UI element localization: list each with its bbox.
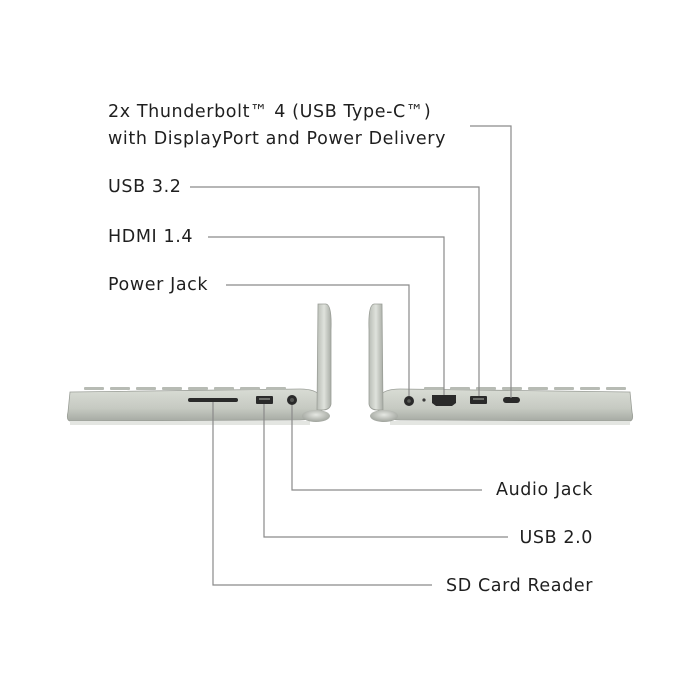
left-base-chassis (66, 388, 323, 422)
leader-usb20 (263, 404, 508, 538)
label-audio-jack: Audio Jack (496, 480, 593, 500)
left-lid (316, 303, 332, 411)
leader-usb32 (190, 186, 480, 396)
hdmi-port (432, 395, 456, 406)
label-sd-card-reader: SD Card Reader (446, 576, 593, 596)
label-thunderbolt-line-2: with DisplayPort and Power Delivery (108, 129, 447, 149)
laptop-left-side (66, 303, 332, 425)
leader-thunderbolt (470, 125, 512, 398)
label-hdmi: HDMI 1.4 (108, 227, 194, 247)
label-power-jack: Power Jack (108, 275, 209, 295)
laptop-right-side (368, 303, 634, 425)
audio-jack-ring (290, 398, 294, 402)
leader-lines (190, 125, 512, 586)
label-thunderbolt-line-1: 2x Thunderbolt™ 4 (USB Type-C™) (108, 102, 432, 122)
right-hinge-foot (370, 410, 398, 422)
right-base-chassis (377, 388, 634, 422)
right-keyboard-keys (424, 387, 626, 390)
thunderbolt-port (503, 397, 520, 403)
leader-power-jack (226, 284, 410, 396)
right-base-shadow (390, 421, 630, 425)
left-keyboard-keys (84, 387, 286, 390)
sd-card-slot (188, 398, 238, 402)
left-hinge-foot (302, 410, 330, 422)
label-thunderbolt: 2x Thunderbolt™ 4 (USB Type-C™) with Dis… (108, 101, 446, 150)
usb20-port-tongue (259, 398, 270, 400)
power-jack-pin (407, 399, 411, 403)
left-base-shadow (70, 421, 310, 425)
right-lid (368, 303, 384, 411)
power-led-icon (422, 398, 426, 402)
label-usb20: USB 2.0 (519, 528, 593, 548)
leader-sd-card-reader (212, 402, 432, 586)
leader-hdmi (208, 236, 445, 395)
usb32-port-tongue (473, 398, 484, 400)
leader-audio-jack (291, 405, 482, 491)
label-usb32: USB 3.2 (108, 177, 182, 197)
